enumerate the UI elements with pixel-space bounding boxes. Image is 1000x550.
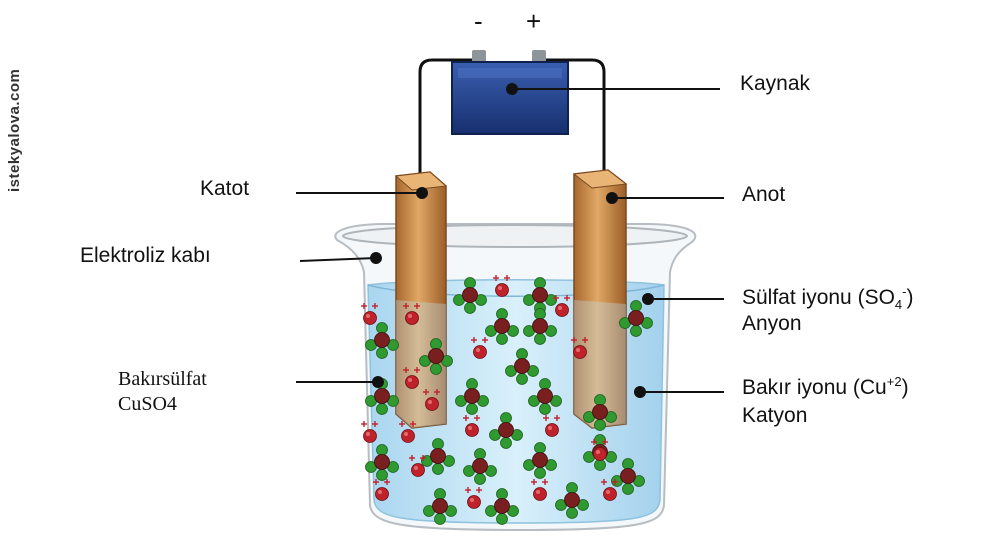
battery-terminal-positive bbox=[532, 50, 546, 64]
copper-ion bbox=[423, 389, 440, 411]
sulfate-ion bbox=[485, 308, 519, 345]
leader-dot-anot bbox=[606, 192, 618, 204]
label-elektroliz-kabi: Elektroliz kabı bbox=[80, 244, 211, 267]
copper-ion bbox=[601, 479, 618, 501]
copper-ion bbox=[543, 415, 560, 437]
sulfate-ion bbox=[455, 378, 489, 415]
copper-ion bbox=[493, 275, 510, 297]
leader-dot-bakir bbox=[634, 386, 646, 398]
solution-surface bbox=[367, 284, 665, 297]
label-sulfat-text: Sülfat iyonu (SO bbox=[742, 286, 895, 309]
sulfate-ion bbox=[365, 444, 399, 481]
label-anot: Anot bbox=[742, 183, 786, 206]
copper-ion bbox=[399, 421, 416, 443]
sulfate-ion bbox=[523, 308, 557, 345]
label-bakir-text: Bakır iyonu (Cu bbox=[742, 376, 887, 399]
copper-ion bbox=[403, 303, 420, 325]
battery-plus-sign: + bbox=[526, 6, 542, 36]
label-cuso4: CuSO4 bbox=[118, 393, 177, 415]
sulfate-ion bbox=[583, 394, 617, 431]
label-sulfat-close: ) bbox=[906, 286, 914, 309]
copper-ion bbox=[373, 479, 390, 501]
label-kaynak: Kaynak bbox=[740, 72, 811, 95]
sulfate-ion bbox=[365, 322, 399, 359]
sulfate-ion bbox=[489, 412, 523, 449]
battery-minus-sign: - bbox=[474, 6, 483, 36]
anode-electrode bbox=[572, 169, 628, 429]
label-sulfat-superscript: - bbox=[902, 284, 907, 299]
copper-ion bbox=[591, 439, 608, 461]
copper-ion bbox=[463, 415, 480, 437]
leader-dot-sulfat bbox=[642, 293, 654, 305]
sulfate-ion bbox=[453, 277, 487, 314]
copper-ion bbox=[531, 479, 548, 501]
leader-dot-kaynak bbox=[506, 83, 518, 95]
copper-ion bbox=[361, 303, 378, 325]
label-katyon: Katyon bbox=[742, 404, 808, 427]
label-bakir-iyonu: Bakır iyonu (Cu+2) bbox=[742, 374, 909, 400]
leader-lines bbox=[296, 83, 724, 398]
wire-cathode bbox=[418, 58, 480, 190]
sulfate-ion bbox=[423, 488, 457, 525]
copper-ion bbox=[361, 421, 378, 443]
label-bakirsulfat: Bakırsülfat bbox=[118, 368, 207, 390]
sulfate-ion bbox=[555, 482, 589, 519]
ions bbox=[361, 275, 653, 525]
copper-ion bbox=[409, 455, 426, 477]
sulfate-ion bbox=[463, 448, 497, 485]
sulfate-ion bbox=[421, 438, 455, 475]
label-bakir-superscript: +2 bbox=[886, 374, 902, 389]
battery-terminal-negative bbox=[472, 50, 486, 64]
copper-ion bbox=[553, 295, 570, 317]
label-sulfat-iyonu: Sülfat iyonu (SO4-) bbox=[742, 284, 913, 312]
label-sulfat-subscript: 4 bbox=[894, 297, 903, 313]
sulfate-ion bbox=[485, 488, 519, 525]
label-bakir-close: ) bbox=[901, 376, 909, 399]
copper-ion bbox=[403, 367, 420, 389]
sulfate-ion bbox=[523, 442, 557, 479]
wire-anode bbox=[545, 58, 606, 180]
sulfate-ion bbox=[611, 458, 645, 495]
sulfate-ion bbox=[505, 348, 539, 385]
leader-dot-katot bbox=[416, 187, 428, 199]
label-anyon: Anyon bbox=[742, 312, 802, 335]
battery bbox=[451, 50, 569, 135]
sulfate-ion bbox=[419, 338, 453, 375]
copper-ion bbox=[471, 337, 488, 359]
copper-ion bbox=[571, 337, 588, 359]
leader-dot-cuso4 bbox=[372, 376, 384, 388]
sulfate-ion bbox=[528, 378, 562, 415]
watermark: istekyalova.com bbox=[6, 68, 23, 192]
sulfate-ion bbox=[619, 300, 653, 337]
leader-kap bbox=[299, 257, 377, 262]
leader-dot-kap bbox=[370, 252, 382, 264]
label-katot: Katot bbox=[200, 177, 250, 200]
copper-ion bbox=[465, 487, 482, 509]
